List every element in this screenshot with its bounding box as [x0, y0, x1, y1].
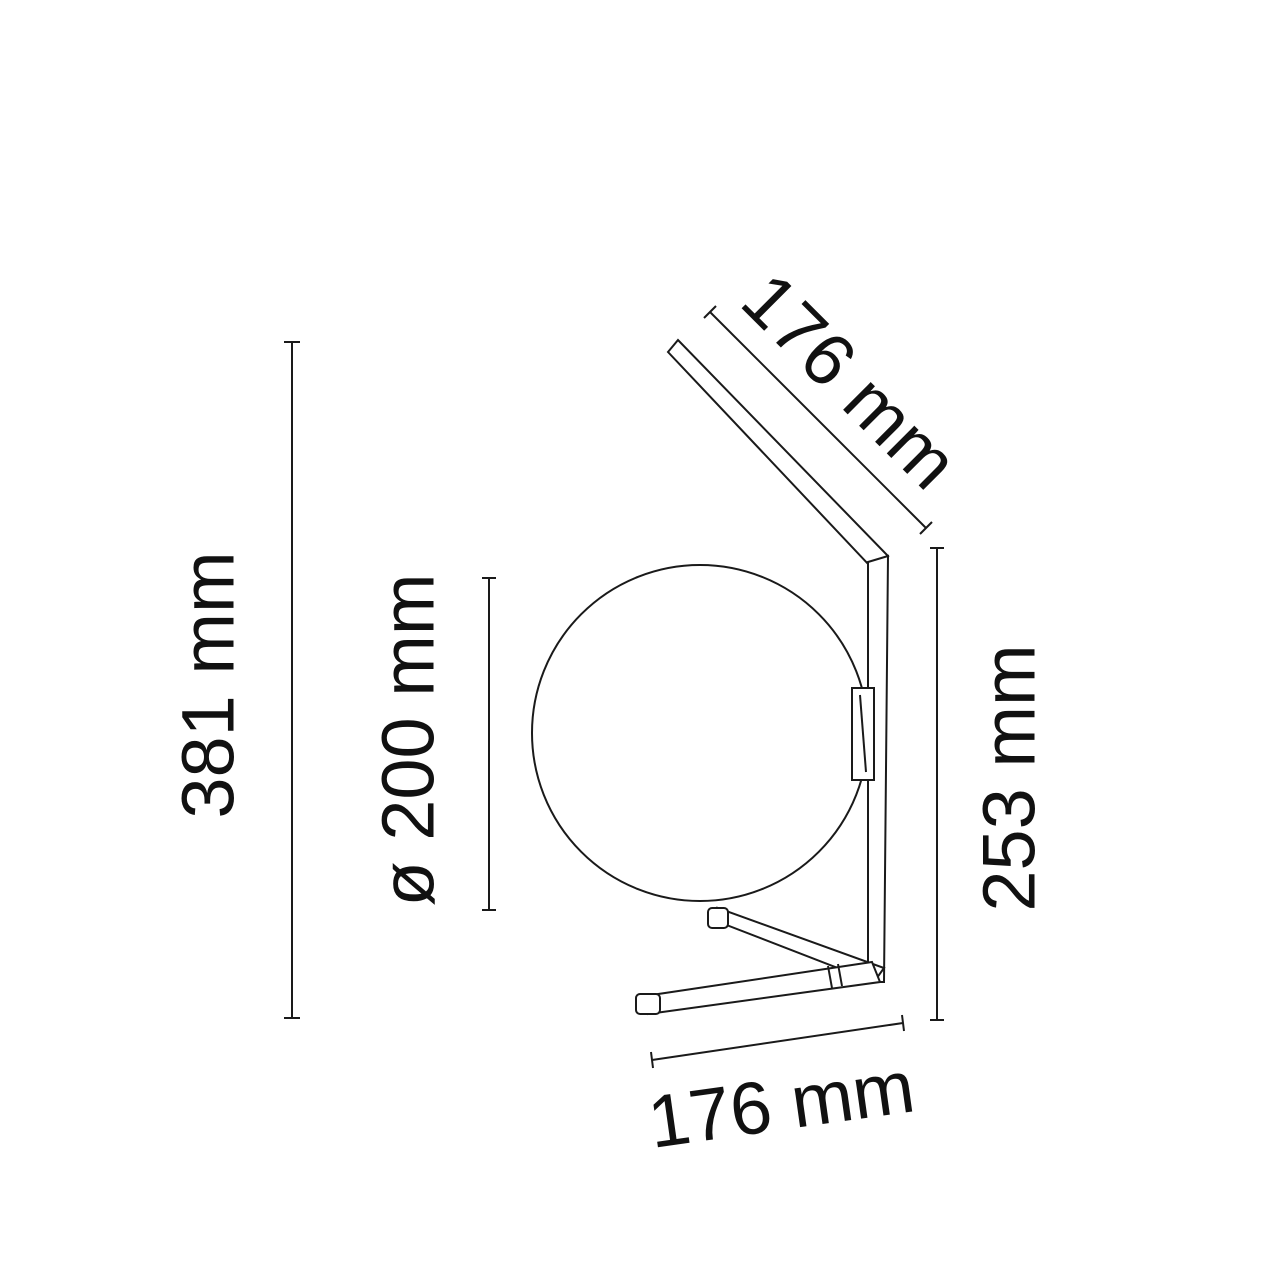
arm-length-dimension: 176 mm	[703, 257, 974, 535]
stem-height-label: 253 mm	[968, 644, 1051, 911]
base-length-label: 176 mm	[643, 1044, 919, 1163]
lamp-illustration	[531, 338, 890, 1016]
base-foot-back	[707, 907, 729, 929]
base-length-dimension: 176 mm	[643, 1014, 919, 1164]
total-height-dimension: 381 mm	[167, 341, 300, 1019]
globe-diameter-label: ø 200 mm	[367, 573, 450, 906]
base-foot-front	[635, 993, 661, 1015]
globe-diameter-dimension: ø 200 mm	[367, 573, 496, 911]
total-height-label: 381 mm	[167, 551, 250, 818]
arm-length-label: 176 mm	[726, 257, 974, 505]
globe	[531, 564, 869, 902]
stem	[867, 554, 890, 983]
stem-height-dimension: 253 mm	[930, 547, 1051, 1021]
base-rod-front	[643, 960, 882, 1016]
